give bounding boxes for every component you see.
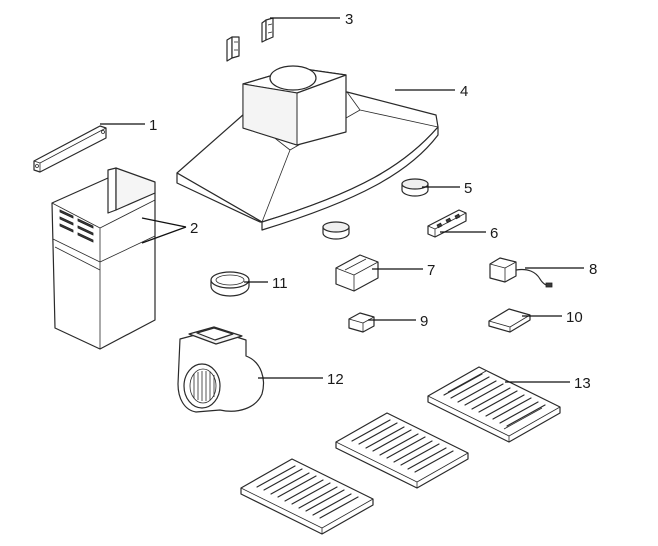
- vent-slots: [59, 209, 94, 243]
- part-3-brackets: [226, 17, 274, 62]
- part-1-wall-bracket: [33, 125, 107, 173]
- callout-13: 13: [574, 375, 591, 392]
- callout-7: 7: [427, 262, 435, 279]
- filter-back: [427, 366, 561, 443]
- part-12-blower: [177, 326, 265, 413]
- part-8-power-unit: [489, 257, 553, 288]
- callout-5: 5: [464, 180, 472, 197]
- part-9-capacitor: [348, 312, 375, 333]
- part-13-grease-filters: [240, 366, 561, 535]
- part-4-hood-canopy: [176, 65, 439, 231]
- callout-6: 6: [490, 225, 498, 242]
- part-2-chimney-covers: [51, 167, 156, 350]
- callout-1: 1: [149, 117, 157, 134]
- callout-10: 10: [566, 309, 583, 326]
- part-7-control-box: [335, 254, 379, 292]
- callout-3: 3: [345, 11, 353, 28]
- filter-front: [240, 458, 374, 535]
- part-6-control-switch: [427, 209, 467, 238]
- part-11-duct-ring: [210, 271, 250, 297]
- part-5-light: [322, 178, 429, 240]
- callout-11: 11: [272, 275, 288, 292]
- filter-middle: [335, 412, 469, 489]
- callout-8: 8: [589, 261, 597, 278]
- leader-lines: [100, 17, 584, 383]
- callout-labels: 1 2 3 4 5 6 7 8 9 10 11 12 13: [149, 11, 597, 392]
- callout-9: 9: [420, 313, 428, 330]
- callout-2: 2: [190, 220, 198, 237]
- callout-4: 4: [460, 83, 468, 100]
- callout-12: 12: [327, 371, 344, 388]
- blower-vanes: [193, 371, 215, 401]
- part-10-plate: [488, 308, 531, 333]
